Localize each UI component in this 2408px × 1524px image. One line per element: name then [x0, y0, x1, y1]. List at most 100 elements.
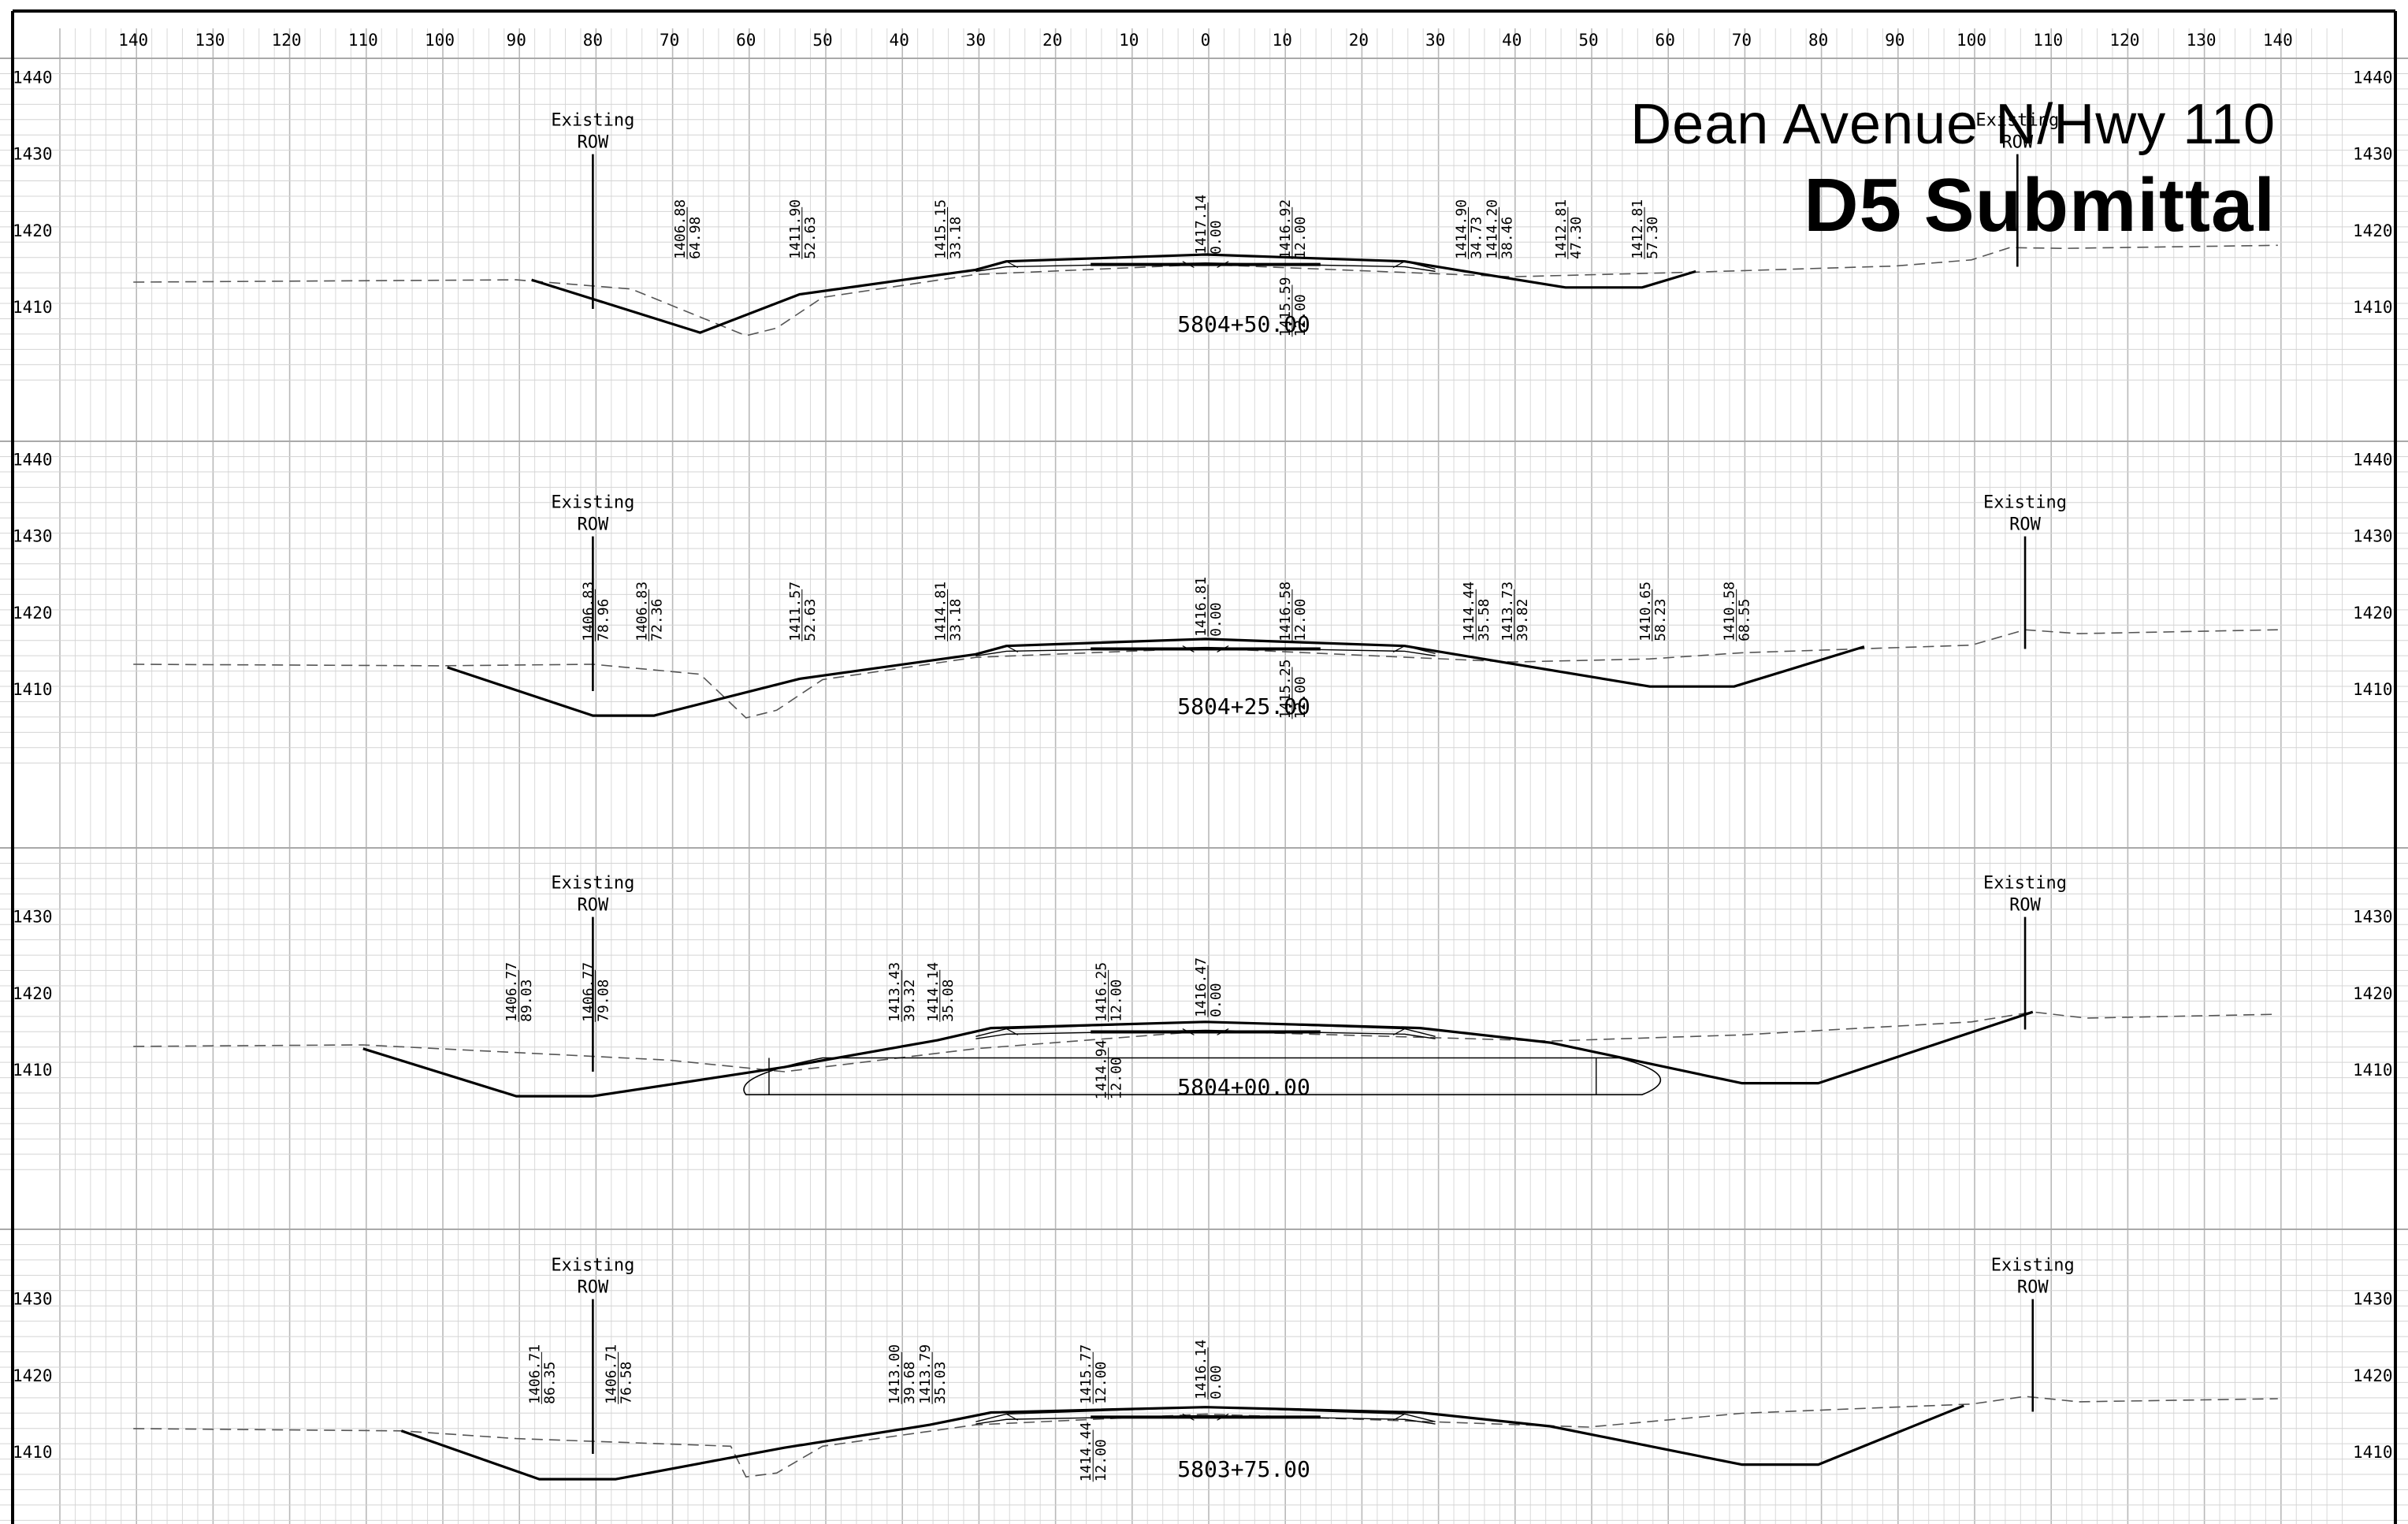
- curb-tick: [1217, 645, 1229, 652]
- offset-tick-label: 50: [1578, 31, 1598, 50]
- offset-tick-label: 80: [1808, 31, 1828, 50]
- row-label-row: ROW: [2001, 133, 2033, 153]
- annotation-offset: 12.00: [1109, 979, 1125, 1022]
- annotation-offset: 0.00: [1208, 983, 1224, 1017]
- row-label-existing: Existing: [1991, 1256, 2075, 1276]
- project-title: Dean Avenue N/Hwy 110: [1630, 93, 2276, 156]
- offset-tick-label: 50: [812, 31, 832, 50]
- curb-tick: [1182, 1028, 1195, 1035]
- annotation-elevation: 1415.59: [1277, 277, 1294, 337]
- annotation-offset: 64.98: [687, 217, 704, 259]
- offset-tick-label: 40: [890, 31, 909, 50]
- elevation-label-right: 1420: [2353, 1366, 2393, 1385]
- elevation-label-left: 1440: [13, 450, 53, 469]
- curb-tick: [1217, 1413, 1229, 1421]
- station-label: 5804+25.00: [1177, 693, 1310, 719]
- row-label-existing: Existing: [551, 493, 634, 513]
- existing-ground-line: [133, 629, 2278, 719]
- elevation-label-left: 1420: [13, 221, 53, 240]
- offset-tick-label: 10: [1273, 31, 1292, 50]
- station-label: 5804+00.00: [1177, 1074, 1310, 1100]
- annotation-elevation: 1414.94: [1094, 1040, 1110, 1100]
- annotation-elevation: 1412.81: [1553, 199, 1570, 259]
- annotation-offset: 12.00: [1292, 217, 1309, 259]
- offset-tick-label: 30: [966, 31, 986, 50]
- annotation-elevation: 1411.90: [787, 199, 804, 259]
- curb-tick: [1217, 1028, 1229, 1035]
- elevation-label-left: 1430: [13, 527, 53, 546]
- elevation-label-right: 1420: [2353, 604, 2393, 623]
- annotation-elevation: 1414.81: [933, 582, 949, 641]
- design-template-line: [400, 1404, 1964, 1481]
- annotation-offset: 33.18: [948, 599, 964, 641]
- design-template-line: [362, 1010, 2034, 1098]
- annotation-offset: 68.55: [1737, 599, 1753, 641]
- annotation-elevation: 1415.77: [1078, 1344, 1094, 1404]
- row-label-row: ROW: [578, 515, 609, 535]
- annotation-offset: 47.30: [1568, 217, 1585, 259]
- offset-tick-label: 130: [2187, 31, 2217, 50]
- annotation-offset: 12.00: [1093, 1439, 1109, 1481]
- offset-tick-label: 110: [2033, 31, 2063, 50]
- offset-tick-label: 60: [736, 31, 756, 50]
- elevation-label-right: 1440: [2353, 68, 2393, 87]
- annotation-elevation: 1406.71: [526, 1344, 543, 1404]
- elevation-label-left: 1410: [13, 680, 53, 699]
- elevation-annotation: 1417.140.00: [1193, 195, 1224, 255]
- annotation-elevation: 1416.47: [1193, 957, 1210, 1017]
- elevation-label-left: 1430: [13, 1290, 53, 1309]
- row-label-existing: Existing: [1983, 493, 2067, 513]
- annotation-offset: 79.08: [595, 979, 611, 1022]
- row-label-existing: Existing: [551, 111, 634, 131]
- elevation-label-left: 1420: [13, 604, 53, 623]
- pavement-top: [975, 1021, 1436, 1037]
- offset-tick-label: 120: [2109, 31, 2139, 50]
- row-label-row: ROW: [2017, 1278, 2049, 1298]
- annotation-offset: 52.63: [802, 599, 819, 641]
- annotation-elevation: 1413.73: [1499, 582, 1516, 641]
- row-label-existing: Existing: [1975, 111, 2059, 131]
- elevation-label-right: 1410: [2353, 1443, 2393, 1462]
- annotation-offset: 35.08: [940, 979, 957, 1022]
- annotation-offset: 39.32: [901, 979, 918, 1022]
- elevation-label-right: 1420: [2353, 221, 2393, 240]
- offset-tick-label: 70: [1732, 31, 1752, 50]
- annotation-elevation: 1406.83: [580, 582, 596, 641]
- annotation-offset: 58.23: [1652, 599, 1669, 641]
- offset-tick-label: 40: [1502, 31, 1522, 50]
- offset-tick-label: 100: [1956, 31, 1986, 50]
- sheet-border: [11, 9, 2397, 1524]
- elevation-label-right: 1430: [2353, 145, 2393, 164]
- elevation-label-left: 1440: [13, 68, 53, 87]
- annotation-elevation: 1416.14: [1193, 1340, 1210, 1399]
- annotation-offset: 0.00: [1208, 1365, 1224, 1399]
- curb-tick: [1217, 261, 1229, 269]
- offset-tick-label: 90: [1885, 31, 1904, 50]
- annotation-elevation: 1414.90: [1453, 199, 1470, 259]
- elevation-label-left: 1420: [13, 984, 53, 1003]
- elevation-label-right: 1410: [2353, 1061, 2393, 1080]
- grid: [0, 28, 2408, 1524]
- offset-tick-label: 0: [1201, 31, 1211, 50]
- elevation-label-right: 1410: [2353, 298, 2393, 317]
- annotation-elevation: 1406.77: [504, 962, 520, 1022]
- annotation-elevation: 1415.15: [933, 199, 949, 259]
- annotation-offset: 12.00: [1292, 676, 1309, 719]
- offset-tick-label: 10: [1119, 31, 1139, 50]
- annotation-offset: 34.73: [1468, 217, 1485, 259]
- annotation-offset: 76.58: [619, 1362, 635, 1404]
- design-template-line: [531, 253, 1696, 334]
